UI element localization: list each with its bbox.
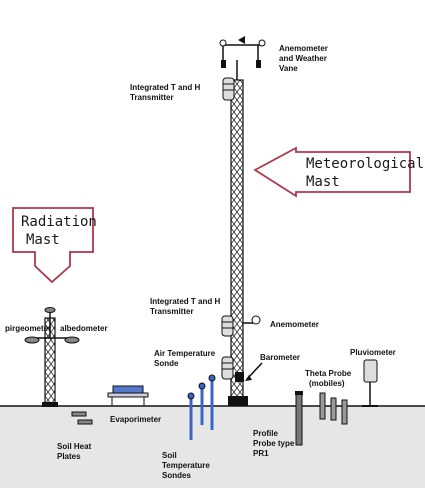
radiation-mast	[24, 307, 80, 407]
soil-temperature-sondes	[187, 374, 216, 440]
label-th-top-1: Integrated T and H	[130, 83, 200, 92]
label-air-temp-2: Sonde	[154, 359, 179, 368]
evaporimeter	[107, 385, 149, 406]
label-theta-2: (mobiles)	[309, 379, 345, 388]
label-soil-temp-2: Temperature	[162, 461, 210, 470]
label-profile-2: Probe type	[253, 439, 295, 448]
profile-probe	[295, 391, 303, 446]
label-soil-temp-3: Sondes	[162, 471, 191, 480]
label-anemometer-top-3: Vane	[279, 64, 298, 73]
label-th-mid-1: Integrated T and H	[150, 297, 220, 306]
radiation-mast-title-1: Radiation	[21, 214, 97, 230]
label-th-mid-2: Transmitter	[150, 307, 194, 316]
meteorological-mast-title-2: Mast	[306, 174, 340, 190]
label-profile-3: PR1	[253, 449, 269, 458]
meteorological-mast-arrow	[253, 146, 411, 198]
label-pirgeometer: pirgeometer	[5, 324, 51, 333]
soil-heat-plates	[71, 411, 93, 425]
label-soil-temp-1: Soil	[162, 451, 177, 460]
label-profile-1: Profile	[253, 429, 278, 438]
label-pluviometer: Pluviometer	[350, 348, 396, 357]
label-th-top-2: Transmitter	[130, 93, 174, 102]
label-air-temp-1: Air Temperature	[154, 349, 216, 358]
meteorological-mast	[219, 36, 266, 406]
label-barometer: Barometer	[260, 353, 300, 362]
label-theta-1: Theta Probe	[305, 369, 352, 378]
theta-probes	[319, 392, 348, 425]
label-anemometer-top-2: and Weather	[279, 54, 327, 63]
label-albedometer: albedometer	[60, 324, 108, 333]
label-evaporimeter: Evaporimeter	[110, 415, 161, 424]
label-soil-heat-1: Soil Heat	[57, 442, 92, 451]
barometer-leader-head	[245, 375, 252, 381]
pluviometer	[362, 359, 378, 407]
meteorological-mast-title-1: Meteorological	[306, 156, 424, 172]
radiation-mast-arrow	[12, 207, 94, 284]
label-soil-heat-2: Plates	[57, 452, 81, 461]
label-anemometer-mid: Anemometer	[270, 320, 319, 329]
radiation-mast-title-2: Mast	[26, 232, 60, 248]
label-anemometer-top: Anemometer	[279, 44, 328, 53]
